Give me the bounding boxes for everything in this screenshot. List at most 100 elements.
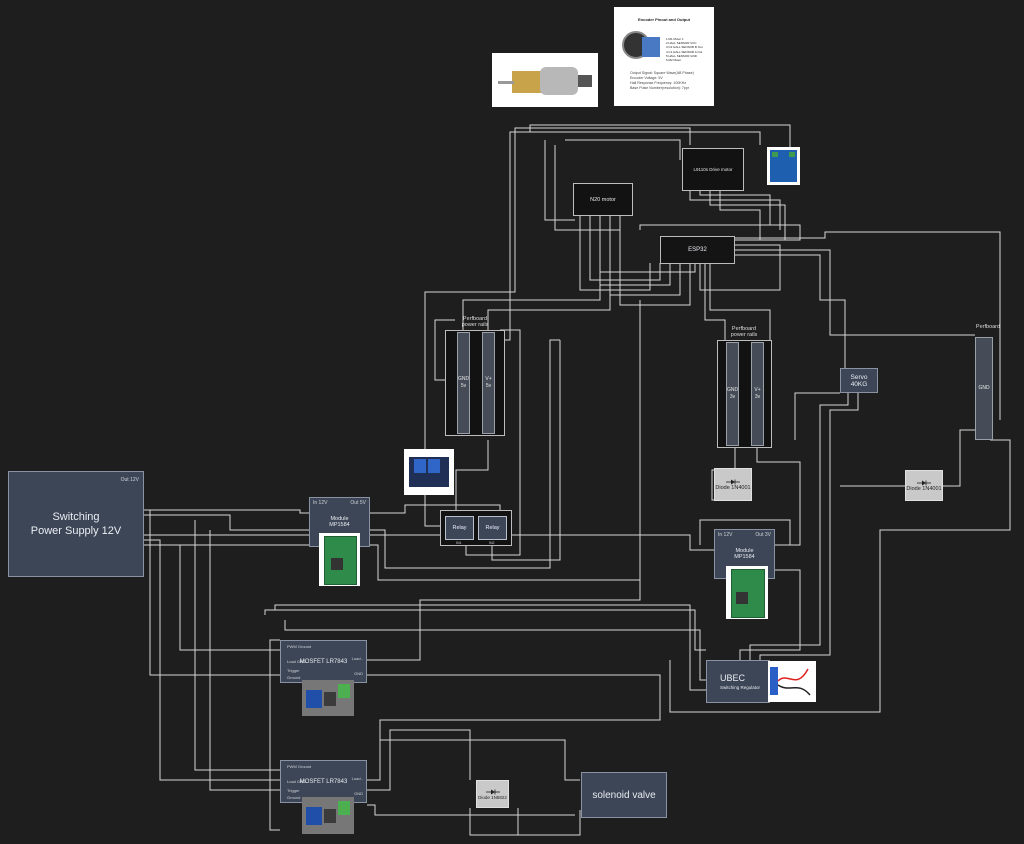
n20-motor: N20 motor — [573, 183, 633, 216]
encoder-pinout-sheet: Encoder Pinout and Output 1.M1 Motor 1 2… — [614, 7, 714, 106]
wire — [735, 231, 1001, 420]
rail-5v-header: Perfboard power rails — [455, 316, 495, 328]
servo-line2: 40KG — [850, 380, 868, 388]
mp1584-3v-photo — [726, 566, 768, 619]
wire — [274, 604, 706, 691]
diode-symbol-icon — [726, 479, 740, 484]
n20-label: N20 motor — [590, 196, 616, 203]
esp32-label: ESP32 — [688, 247, 707, 253]
wire — [599, 215, 671, 286]
encoder-title: Encoder Pinout and Output — [638, 17, 690, 22]
wire — [709, 190, 786, 240]
wire — [689, 190, 781, 230]
wire — [469, 808, 581, 836]
rail-3v-vplus-line2: 3v — [754, 394, 761, 400]
wire — [264, 609, 706, 651]
wire — [144, 514, 309, 531]
ubec-subtitle: Switching Regulator — [720, 685, 761, 690]
diode-symbol-icon — [485, 789, 500, 794]
switching-power-supply: Switching Power Supply 12V Out 12V — [8, 471, 144, 577]
wire — [144, 539, 280, 781]
diode-1n5822: Diode 1N5822 — [476, 780, 509, 808]
wire — [544, 140, 575, 221]
relay-pin-in1: IN1 — [456, 541, 462, 545]
diode-1-label: Diode 1N4001 — [715, 484, 751, 491]
wire — [370, 300, 641, 581]
encoder-spec: Hall Response Frequency: 100KHz — [630, 81, 687, 85]
wire — [209, 530, 280, 791]
wire — [465, 329, 521, 556]
mosfet-bottom-pin: PWM Ground — [287, 764, 312, 769]
wire — [735, 249, 975, 336]
wire — [709, 263, 771, 340]
wire — [144, 509, 309, 514]
rail-3v-vplus: V+3v — [751, 342, 764, 446]
wire — [367, 729, 471, 791]
wire — [194, 520, 280, 771]
wire — [529, 124, 791, 185]
l9110s-driver: L9110s Drive motor — [682, 148, 744, 191]
mosfet-bottom-pin: Load GND — [287, 779, 306, 784]
encoder-pin: 6.M2 Motor — [666, 58, 682, 63]
mosfet-bottom-pin: Trigger — [287, 788, 300, 793]
wire — [735, 254, 846, 370]
wire — [149, 510, 280, 676]
rail-5v-gnd-line1: GND — [457, 376, 470, 382]
wire — [284, 620, 706, 681]
wire — [699, 519, 791, 546]
rail-5v-vplus: V+5v — [482, 332, 495, 434]
servo-line1: Servo — [850, 373, 868, 381]
wire — [367, 580, 641, 661]
n20-motor-photo — [492, 53, 598, 107]
mosfet-lr7843-bottom: PWM Ground Load GND Trigger Ground Load … — [280, 760, 367, 803]
rail-5v-vplus-line1: V+ — [485, 376, 492, 382]
ubec: UBEC Switching Regulator — [706, 660, 770, 703]
wire — [619, 215, 691, 306]
servo-40kg: Servo 40KG — [840, 368, 878, 393]
encoder-spec: Encoder Voltage: 5V — [630, 76, 663, 80]
wire — [565, 139, 681, 160]
rail-3v-header-line1: Perfboard — [731, 326, 757, 332]
wire — [144, 544, 280, 651]
rail-5v-header-line2: power rails — [461, 322, 489, 328]
mp1584-5v-out: Out 5V — [350, 500, 366, 506]
diode-2-label: Diode 1N4001 — [906, 485, 942, 492]
wire — [367, 739, 580, 781]
mosfet-lr7843-top: PWM Ground Load GND Trigger Ground Load … — [280, 640, 367, 683]
diode-1n4001-left: Diode 1N4001 — [714, 468, 752, 501]
diode-symbol-icon — [917, 480, 931, 485]
rail-3v-gnd-line1: GND — [726, 387, 739, 393]
mosfet-bottom-pin: Ground — [287, 795, 301, 800]
encoder-pin: 2.HALL SENSOR VCC — [666, 41, 697, 46]
encoder-pin: 5.HALL SENSOR GND — [666, 53, 697, 58]
mp1584-5v-line2: MP1584 — [329, 522, 350, 528]
rail-3v-header: Perfboard power rails — [724, 326, 764, 338]
wire — [491, 340, 561, 561]
wire — [455, 440, 489, 512]
mosfet-top-title: MOSFET LR7843 — [299, 659, 348, 665]
wire — [367, 674, 661, 745]
wire — [639, 224, 801, 241]
mosfet-top-right-pin: GND — [354, 671, 363, 676]
mosfet-top-pin: Trigger — [287, 668, 300, 673]
wire — [367, 804, 575, 816]
wire — [370, 504, 501, 514]
wire — [759, 393, 859, 660]
wire — [704, 263, 726, 340]
power-supply-title-line1: Switching — [52, 511, 100, 523]
relay-module-photo — [404, 449, 454, 495]
mosfet-bottom-photo — [302, 797, 354, 834]
rail-gnd-header: Perfboard — [975, 324, 1001, 330]
wire — [269, 639, 280, 831]
encoder-spec: Base Pulse Number(resolution): 7ppr — [630, 86, 690, 90]
mp1584-5v-in: In 12V — [313, 500, 328, 506]
mosfet-top-pin: Load GND — [287, 659, 306, 664]
l9110-photo — [767, 147, 800, 185]
relay-pin-in2: IN2 — [489, 541, 495, 545]
power-supply-out-label: Out 12V — [120, 477, 139, 483]
diode-1n4001-right: Diode 1N4001 — [905, 470, 943, 501]
wire — [487, 220, 611, 335]
power-supply-title-line2: Power Supply 12V — [30, 525, 122, 537]
